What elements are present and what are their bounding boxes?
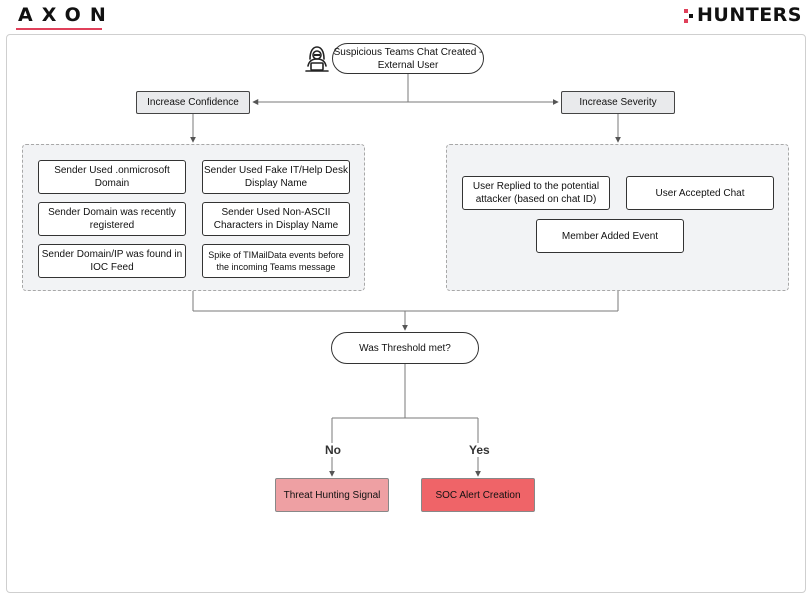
confidence-item: Sender Used Fake IT/Help Desk Display Na…	[202, 160, 350, 194]
severity-item-label: User Replied to the potential attacker (…	[472, 181, 600, 205]
confidence-item: Sender Domain was recently registered	[38, 202, 186, 236]
confidence-item: Sender Used .onmicrosoft Domain	[38, 160, 186, 194]
severity-item-label: User Accepted Chat	[655, 187, 745, 199]
edge-label-no: No	[323, 443, 343, 457]
hacker-icon	[305, 46, 329, 72]
soc-alert-creation-label: SOC Alert Creation	[435, 489, 521, 501]
increase-severity-label: Increase Severity	[579, 97, 657, 108]
severity-item: User Replied to the potential attacker (…	[462, 176, 610, 210]
confidence-item: Sender Used Non-ASCII Characters in Disp…	[202, 202, 350, 236]
diagram-canvas	[6, 34, 806, 593]
increase-severity-node: Increase Severity	[561, 91, 675, 114]
root-node: Suspicious Teams Chat Created - External…	[332, 43, 484, 74]
confidence-item-label: Sender Used .onmicrosoft Domain	[54, 165, 170, 189]
root-node-label: Suspicious Teams Chat Created - External…	[333, 46, 483, 71]
severity-item: User Accepted Chat	[626, 176, 774, 210]
axon-logo: AXON	[18, 4, 115, 26]
threat-hunting-signal-node: Threat Hunting Signal	[275, 478, 389, 512]
confidence-item: Sender Domain/IP was found in IOC Feed	[38, 244, 186, 278]
confidence-item-label: Spike of TIMailData events before the in…	[208, 250, 344, 272]
edge-label-yes: Yes	[467, 443, 492, 457]
threshold-decision-node: Was Threshold met?	[331, 332, 479, 364]
hunters-logo-mark	[684, 9, 693, 23]
increase-confidence-label: Increase Confidence	[147, 97, 239, 108]
axon-logo-underline	[16, 28, 102, 30]
threat-hunting-signal-label: Threat Hunting Signal	[283, 489, 381, 501]
confidence-item-label: Sender Used Fake IT/Help Desk Display Na…	[204, 165, 348, 189]
confidence-item-label: Sender Domain/IP was found in IOC Feed	[41, 249, 183, 273]
confidence-item-label: Sender Used Non-ASCII Characters in Disp…	[213, 207, 339, 231]
confidence-item: Spike of TIMailData events before the in…	[202, 244, 350, 278]
increase-confidence-node: Increase Confidence	[136, 91, 250, 114]
severity-item-label: Member Added Event	[561, 230, 659, 242]
confidence-item-label: Sender Domain was recently registered	[48, 207, 176, 231]
soc-alert-creation-node: SOC Alert Creation	[421, 478, 535, 512]
severity-group	[446, 144, 789, 291]
severity-item: Member Added Event	[536, 219, 684, 253]
hunters-logo: HUNTERS	[697, 4, 802, 26]
threshold-decision-label: Was Threshold met?	[359, 342, 451, 354]
